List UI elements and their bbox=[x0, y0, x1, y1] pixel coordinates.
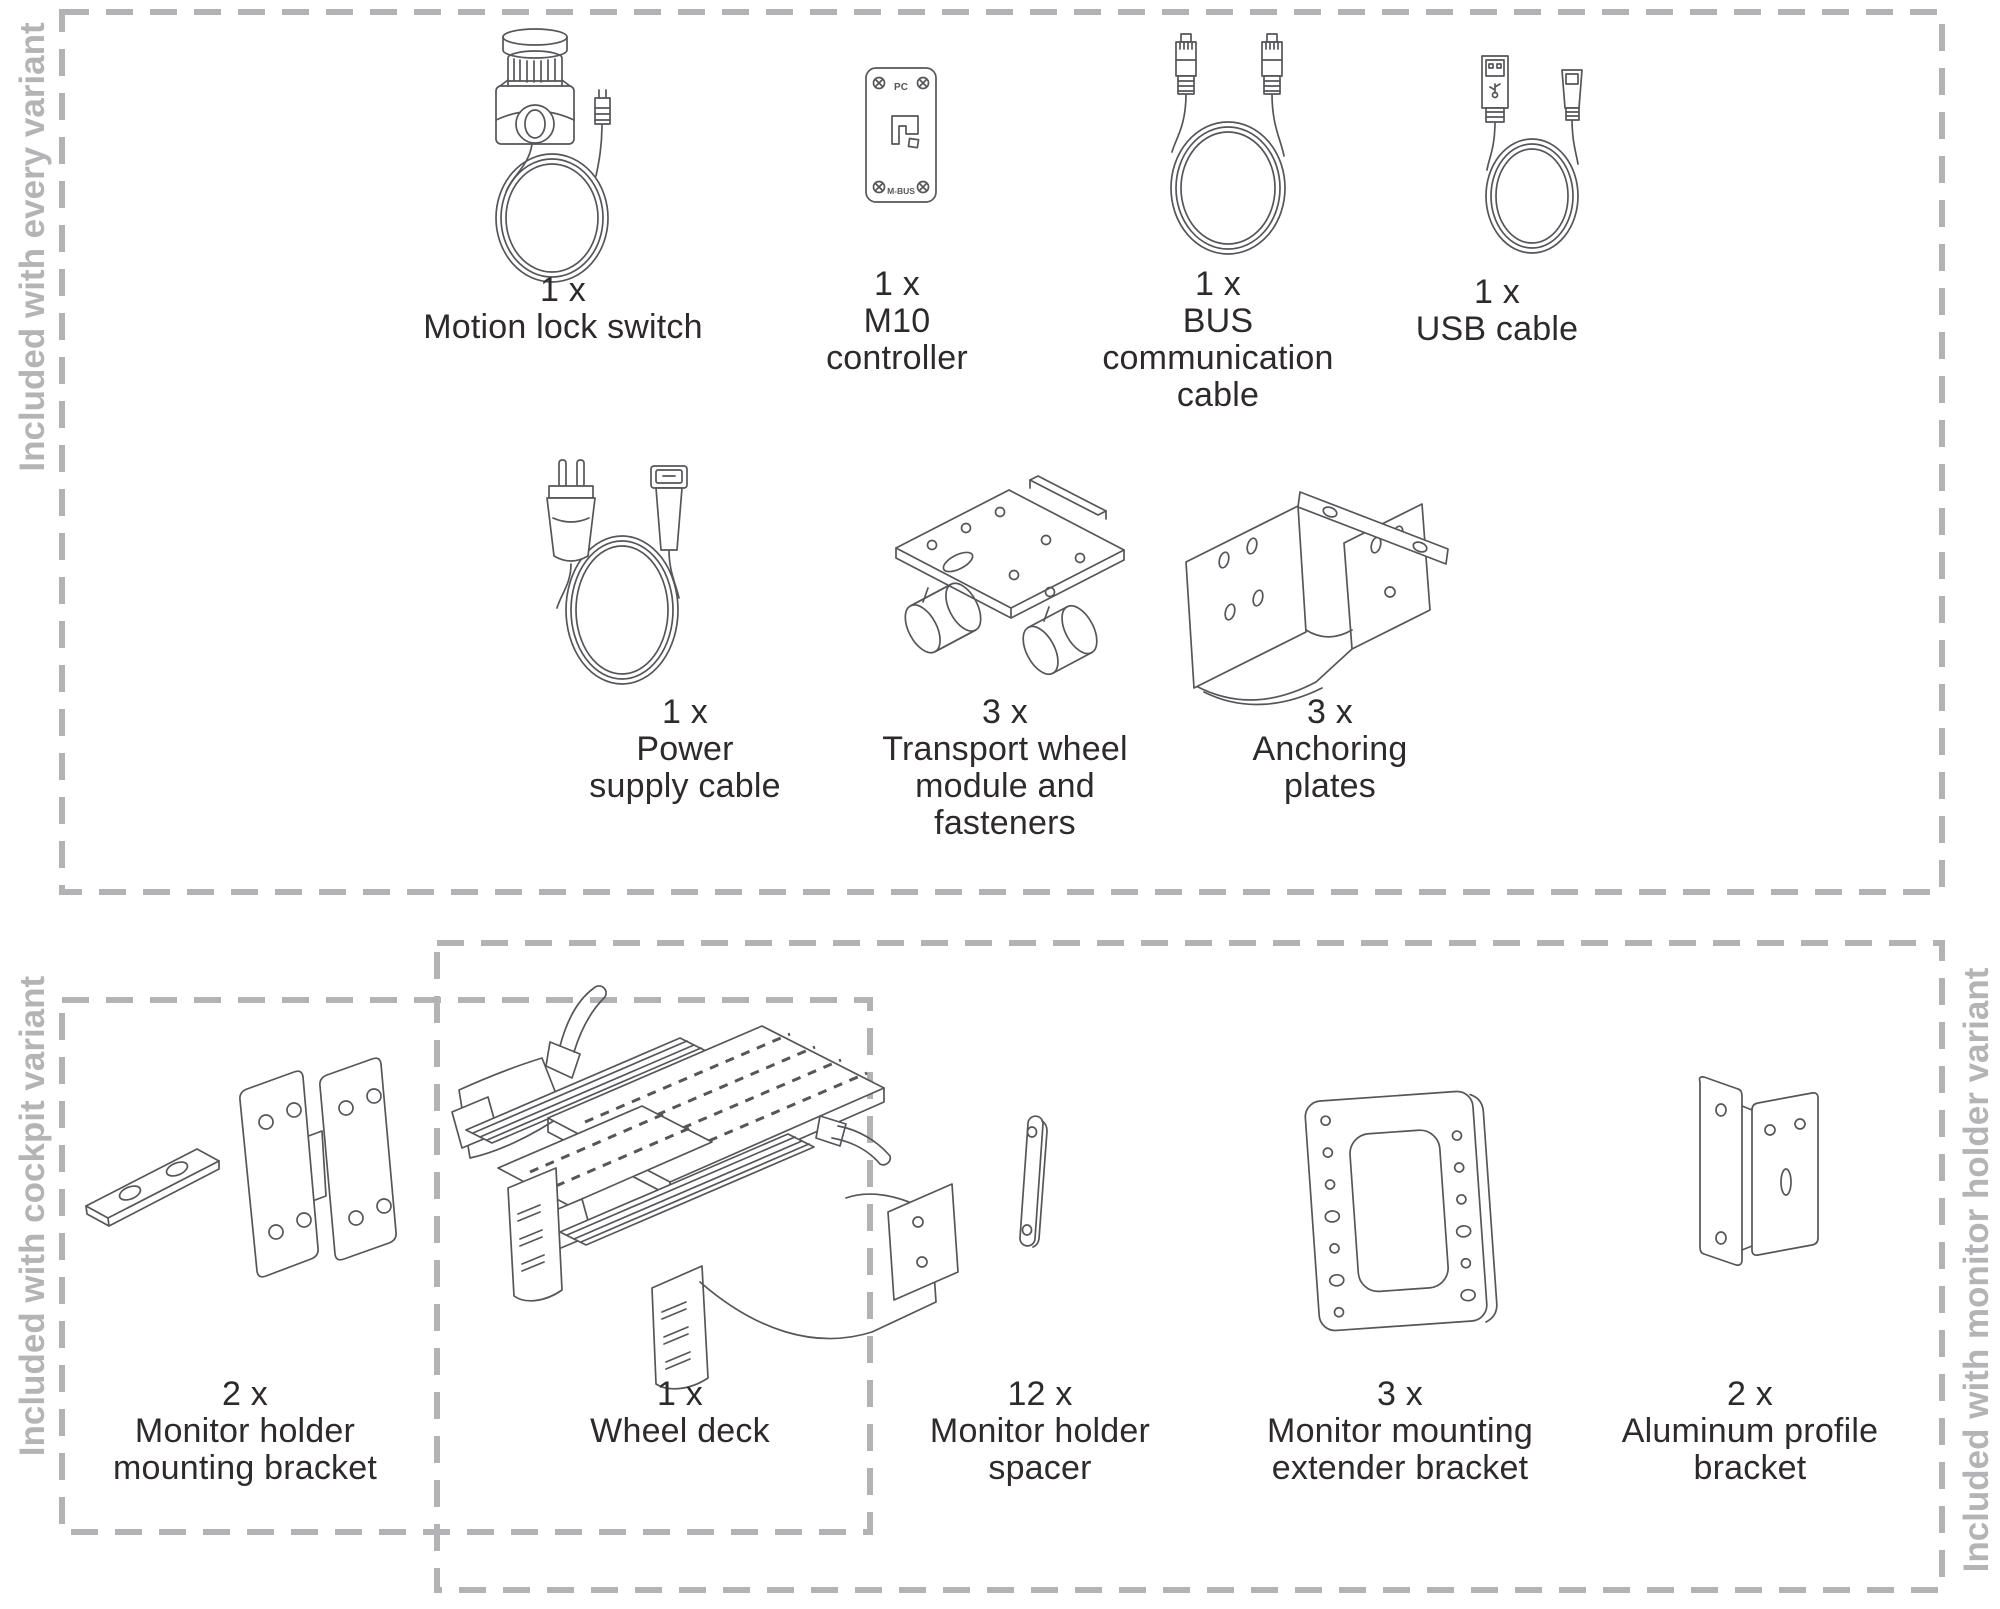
item-label-monitor-holder-spacer: 12 x Monitor holder spacer bbox=[820, 1376, 1260, 1487]
item-name: Anchoring bbox=[1252, 730, 1408, 768]
item-qty: 1 x bbox=[662, 693, 708, 731]
item-label-power-supply-cable: 1 x Power supply cable bbox=[465, 694, 905, 805]
section-label-monitor-holder-variant: Included with monitor holder variant bbox=[1957, 967, 1996, 1573]
item-name: Transport wheel bbox=[882, 730, 1128, 768]
item-name: mounting bracket bbox=[112, 1449, 377, 1487]
item-label-aluminum-profile-bracket: 2 x Aluminum profile bracket bbox=[1530, 1376, 1970, 1487]
aluminum-profile-bracket-drawing bbox=[1698, 1076, 1819, 1266]
item-name: Wheel deck bbox=[590, 1412, 770, 1450]
item-name: Power bbox=[636, 730, 734, 768]
item-name: M10 bbox=[863, 302, 931, 340]
monitor-holder-variant-box bbox=[434, 940, 1945, 1593]
item-label-bus-communication-cable: 1 x BUS communication cable bbox=[998, 266, 1438, 414]
item-qty: 2 x bbox=[222, 1375, 268, 1413]
item-label-m10-controller: 1 x M10 controller bbox=[677, 266, 1117, 377]
anchoring-plates-drawing bbox=[1185, 491, 1449, 706]
item-name: module and bbox=[915, 767, 1095, 805]
item-name: fasteners bbox=[934, 804, 1076, 842]
section-label-every-variant: Included with every variant bbox=[13, 22, 52, 472]
item-qty: 1 x bbox=[1474, 273, 1520, 311]
item-name: controller bbox=[826, 339, 968, 377]
item-qty: 2 x bbox=[1727, 1375, 1773, 1413]
bus-communication-cable-drawing bbox=[1170, 33, 1286, 255]
m10-controller-drawing: PC M-BUS bbox=[865, 67, 937, 203]
item-name: cable bbox=[1176, 376, 1260, 414]
m10-mbus-label: M-BUS bbox=[887, 186, 915, 196]
monitor-mounting-extender-bracket-drawing bbox=[1304, 1090, 1498, 1332]
item-name: communication bbox=[1102, 339, 1334, 377]
item-label-transport-wheel-module: 3 x Transport wheel module and fasteners bbox=[785, 694, 1225, 842]
item-label-monitor-holder-mounting-bracket: 2 x Monitor holder mounting bracket bbox=[25, 1376, 465, 1487]
motion-lock-switch-drawing bbox=[495, 28, 611, 283]
item-qty: 1 x bbox=[540, 271, 586, 309]
power-supply-cable-drawing bbox=[546, 459, 688, 685]
item-name: BUS bbox=[1182, 302, 1254, 340]
item-qty: 1 x bbox=[874, 265, 920, 303]
usb-cable-drawing bbox=[1481, 55, 1583, 254]
item-qty: 1 x bbox=[1195, 265, 1241, 303]
item-label-usb-cable: 1 x USB cable bbox=[1277, 274, 1717, 348]
item-qty: 3 x bbox=[982, 693, 1028, 731]
item-label-motion-lock-switch: 1 x Motion lock switch bbox=[343, 272, 783, 346]
monitor-holder-mounting-bracket-drawing bbox=[85, 1057, 397, 1278]
item-name: Monitor holder bbox=[929, 1412, 1151, 1450]
wheel-deck-drawing bbox=[451, 985, 959, 1390]
transport-wheel-module-drawing bbox=[895, 475, 1125, 676]
item-name: Motion lock switch bbox=[423, 308, 703, 346]
item-name: Monitor holder bbox=[134, 1412, 356, 1450]
every-variant-box bbox=[59, 9, 1945, 895]
item-qty: 12 x bbox=[1007, 1375, 1073, 1413]
m10-pc-label: PC bbox=[894, 82, 908, 93]
item-label-anchoring-plates: 3 x Anchoring plates bbox=[1110, 694, 1550, 805]
item-qty: 1 x bbox=[657, 1375, 703, 1413]
cockpit-variant-box bbox=[59, 997, 873, 1535]
item-name: spacer bbox=[988, 1449, 1092, 1487]
item-name: supply cable bbox=[589, 767, 781, 805]
item-label-wheel-deck: 1 x Wheel deck bbox=[460, 1376, 900, 1450]
item-label-monitor-mounting-extender-bracket: 3 x Monitor mounting extender bracket bbox=[1180, 1376, 1620, 1487]
item-name: plates bbox=[1284, 767, 1376, 805]
item-name: USB cable bbox=[1415, 310, 1579, 348]
item-qty: 3 x bbox=[1307, 693, 1353, 731]
item-name: Monitor mounting bbox=[1267, 1412, 1533, 1450]
monitor-holder-spacer-drawing bbox=[1019, 1115, 1048, 1248]
item-name: bracket bbox=[1693, 1449, 1807, 1487]
item-name: extender bracket bbox=[1271, 1449, 1529, 1487]
item-qty: 3 x bbox=[1377, 1375, 1423, 1413]
item-name: Aluminum profile bbox=[1621, 1412, 1879, 1450]
